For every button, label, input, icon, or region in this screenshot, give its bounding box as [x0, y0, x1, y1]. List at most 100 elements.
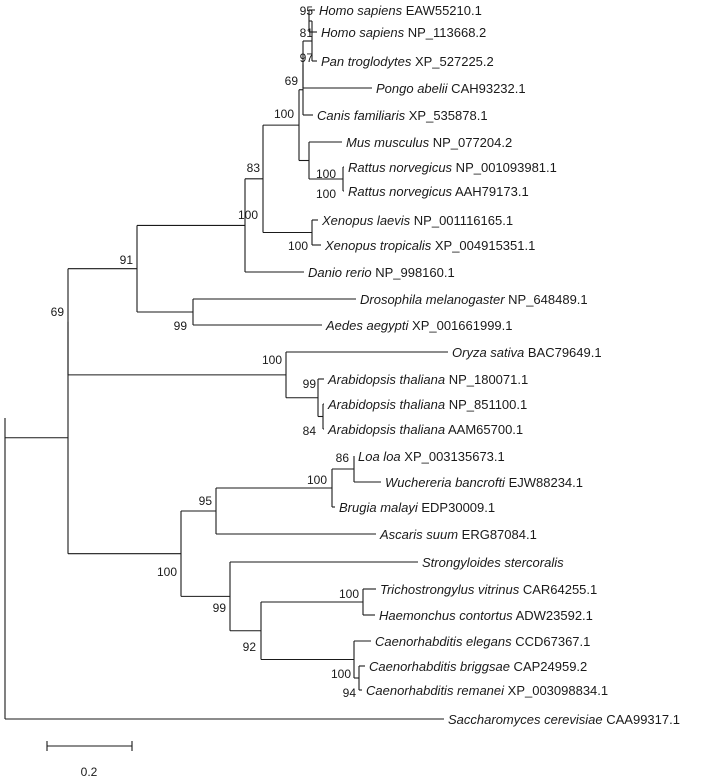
- taxon-label: Xenopus tropicalis XP_004915351.1: [324, 238, 535, 253]
- taxon-species: Caenorhabditis briggsae: [369, 659, 510, 674]
- taxon-label: Homo sapiens EAW55210.1: [319, 3, 482, 18]
- taxon-accession: CAR64255.1: [519, 582, 597, 597]
- bootstrap-value: 100: [157, 565, 177, 579]
- taxon-accession: EAW55210.1: [402, 3, 482, 18]
- taxon-label: Caenorhabditis elegans CCD67367.1: [375, 634, 590, 649]
- taxon-accession: XP_527225.2: [411, 54, 493, 69]
- taxon-species: Drosophila melanogaster: [360, 292, 505, 307]
- bootstrap-value: 83: [247, 161, 261, 175]
- taxon-label: Homo sapiens NP_113668.2: [321, 25, 486, 40]
- bootstrap-value: 99: [303, 377, 317, 391]
- taxon-species: Arabidopsis thaliana: [327, 422, 445, 437]
- taxon-label: Arabidopsis thaliana NP_180071.1: [327, 372, 528, 387]
- taxon-label: Rattus norvegicus NP_001093981.1: [348, 160, 557, 175]
- taxon-label: Oryza sativa BAC79649.1: [452, 345, 602, 360]
- bootstrap-value: 81: [300, 26, 314, 40]
- taxon-label: Xenopus laevis NP_001116165.1: [321, 213, 513, 228]
- taxon-species: Strongyloides stercoralis: [422, 555, 564, 570]
- scale-bar: 0.2: [46, 741, 133, 779]
- taxon-species: Loa loa: [358, 449, 401, 464]
- taxon-species: Arabidopsis thaliana: [327, 372, 445, 387]
- taxon-species: Mus musculus: [346, 135, 430, 150]
- taxon-species: Oryza sativa: [452, 345, 524, 360]
- bootstrap-value: 100: [331, 667, 351, 681]
- taxon-accession: XP_003135673.1: [401, 449, 505, 464]
- taxon-accession: AAM65700.1: [445, 422, 523, 437]
- taxon-species: Wuchereria bancrofti: [385, 475, 506, 490]
- bootstrap-value: 100: [307, 473, 327, 487]
- taxon-species: Rattus norvegicus: [348, 184, 453, 199]
- bootstrap-value: 100: [339, 587, 359, 601]
- taxon-label: Caenorhabditis remanei XP_003098834.1: [366, 683, 608, 698]
- taxon-accession: NP_001116165.1: [410, 213, 513, 228]
- taxon-species: Ascaris suum: [379, 527, 458, 542]
- taxon-label: Canis familiaris XP_535878.1: [317, 108, 488, 123]
- bootstrap-value: 95: [199, 494, 213, 508]
- taxon-label: Saccharomyces cerevisiae CAA99317.1: [448, 712, 680, 727]
- taxon-label: Pan troglodytes XP_527225.2: [321, 54, 494, 69]
- bootstrap-value: 69: [51, 305, 65, 319]
- bootstrap-value: 100: [288, 239, 308, 253]
- bootstrap-value: 99: [174, 319, 188, 333]
- taxon-accession: CAA99317.1: [603, 712, 680, 727]
- taxon-label: Drosophila melanogaster NP_648489.1: [360, 292, 588, 307]
- taxon-accession: EDP30009.1: [418, 500, 495, 515]
- taxon-species: Xenopus tropicalis: [324, 238, 432, 253]
- taxon-accession: CCD67367.1: [512, 634, 591, 649]
- taxon-species: Caenorhabditis remanei: [366, 683, 505, 698]
- bootstrap-value: 100: [316, 167, 336, 181]
- taxon-accession: EJW88234.1: [505, 475, 583, 490]
- taxon-accession: AAH79173.1: [452, 184, 529, 199]
- taxon-species: Xenopus laevis: [321, 213, 411, 228]
- bootstrap-value: 86: [336, 451, 350, 465]
- taxon-label: Aedes aegypti XP_001661999.1: [325, 318, 513, 333]
- taxon-label: Arabidopsis thaliana NP_851100.1: [327, 397, 527, 412]
- taxon-label: Brugia malayi EDP30009.1: [339, 500, 495, 515]
- bootstrap-value: 97: [300, 51, 314, 65]
- bootstrap-value: 99: [213, 601, 227, 615]
- tree-branches: [4, 9, 448, 720]
- bootstrap-value: 100: [262, 353, 282, 367]
- taxon-label: Rattus norvegicus AAH79173.1: [348, 184, 529, 199]
- taxon-accession: NP_851100.1: [445, 397, 527, 412]
- bootstrap-value: 100: [316, 187, 336, 201]
- taxon-accession: XP_535878.1: [405, 108, 487, 123]
- taxon-label: Pongo abelii CAH93232.1: [376, 81, 526, 96]
- taxon-species: Aedes aegypti: [325, 318, 410, 333]
- scale-bar-label: 0.2: [81, 765, 98, 779]
- bootstrap-value: 100: [238, 208, 258, 222]
- bootstrap-value: 95: [300, 4, 314, 18]
- taxon-species: Canis familiaris: [317, 108, 406, 123]
- taxon-accession: CAP24959.2: [510, 659, 587, 674]
- taxon-label: Wuchereria bancrofti EJW88234.1: [385, 475, 583, 490]
- taxon-label: Danio rerio NP_998160.1: [308, 265, 455, 280]
- taxon-species: Homo sapiens: [319, 3, 403, 18]
- bootstrap-value: 91: [120, 253, 134, 267]
- taxon-accession: NP_648489.1: [505, 292, 588, 307]
- taxon-accession: NP_001093981.1: [452, 160, 557, 175]
- taxon-species: Trichostrongylus vitrinus: [380, 582, 520, 597]
- taxon-accession: NP_077204.2: [429, 135, 512, 150]
- taxon-species: Homo sapiens: [321, 25, 405, 40]
- bootstrap-value: 100: [274, 107, 294, 121]
- taxon-species: Danio rerio: [308, 265, 372, 280]
- taxon-species: Rattus norvegicus: [348, 160, 453, 175]
- taxon-label: Trichostrongylus vitrinus CAR64255.1: [380, 582, 597, 597]
- taxon-label: Mus musculus NP_077204.2: [346, 135, 512, 150]
- taxon-species: Arabidopsis thaliana: [327, 397, 445, 412]
- taxon-label: Ascaris suum ERG87084.1: [379, 527, 537, 542]
- bootstrap-value: 92: [243, 640, 257, 654]
- taxon-label: Caenorhabditis briggsae CAP24959.2: [369, 659, 587, 674]
- taxon-accession: ERG87084.1: [458, 527, 537, 542]
- taxon-accession: BAC79649.1: [524, 345, 601, 360]
- bootstrap-value: 94: [343, 686, 357, 700]
- taxon-species: Pan troglodytes: [321, 54, 412, 69]
- taxon-accession: XP_001661999.1: [408, 318, 512, 333]
- taxon-accession: NP_113668.2: [404, 25, 486, 40]
- taxon-species: Brugia malayi: [339, 500, 419, 515]
- taxon-accession: XP_004915351.1: [431, 238, 535, 253]
- taxon-species: Pongo abelii: [376, 81, 449, 96]
- taxon-accession: CAH93232.1: [448, 81, 526, 96]
- taxon-accession: NP_998160.1: [372, 265, 455, 280]
